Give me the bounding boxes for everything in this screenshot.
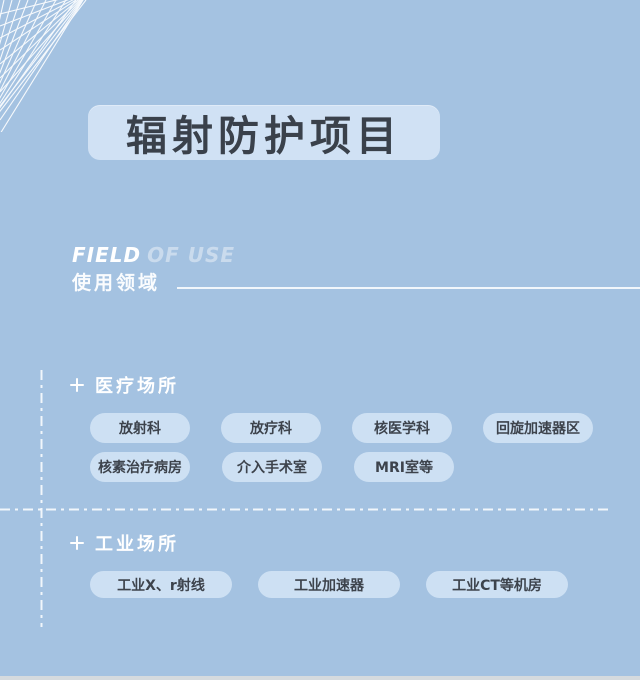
- heading-chinese: 使用领域: [72, 272, 161, 294]
- tag-nuclear-medicine: 核医学科: [352, 413, 452, 443]
- tag-interventional-or: 介入手术室: [222, 452, 322, 482]
- heading-english-bold: FIELD: [72, 243, 142, 267]
- tag-mri-room: MRI室等: [354, 452, 454, 482]
- plus-icon: [70, 378, 84, 392]
- medical-tag-row-2: 核素治疗病房 介入手术室 MRI室等: [90, 452, 454, 482]
- tag-industrial-ct-room: 工业CT等机房: [426, 571, 568, 598]
- tag-nuclide-therapy-ward: 核素治疗病房: [90, 452, 190, 482]
- medical-tag-row-1: 放射科 放疗科 核医学科 回旋加速器区: [90, 413, 593, 443]
- industrial-tag-row: 工业X、r射线 工业加速器 工业CT等机房: [90, 571, 568, 598]
- page-title: 辐射防护项目: [126, 111, 402, 160]
- tag-industrial-accelerator: 工业加速器: [258, 571, 400, 598]
- tag-industrial-xray: 工业X、r射线: [90, 571, 232, 598]
- title-plate: 辐射防护项目: [88, 105, 440, 160]
- section-label-industrial: 工业场所: [95, 534, 179, 555]
- plus-icon: [70, 536, 84, 550]
- section-header-industrial: 工业场所: [70, 532, 179, 555]
- heading-rule-line: [177, 287, 640, 289]
- section-label-medical: 医疗场所: [95, 376, 179, 397]
- tag-radiology: 放射科: [90, 413, 190, 443]
- tag-cyclotron-area: 回旋加速器区: [483, 413, 593, 443]
- bottom-strip: [0, 676, 640, 680]
- section-header-medical: 医疗场所: [70, 374, 179, 397]
- heading-english-light: OF USE: [147, 243, 236, 267]
- tag-radiotherapy: 放疗科: [221, 413, 321, 443]
